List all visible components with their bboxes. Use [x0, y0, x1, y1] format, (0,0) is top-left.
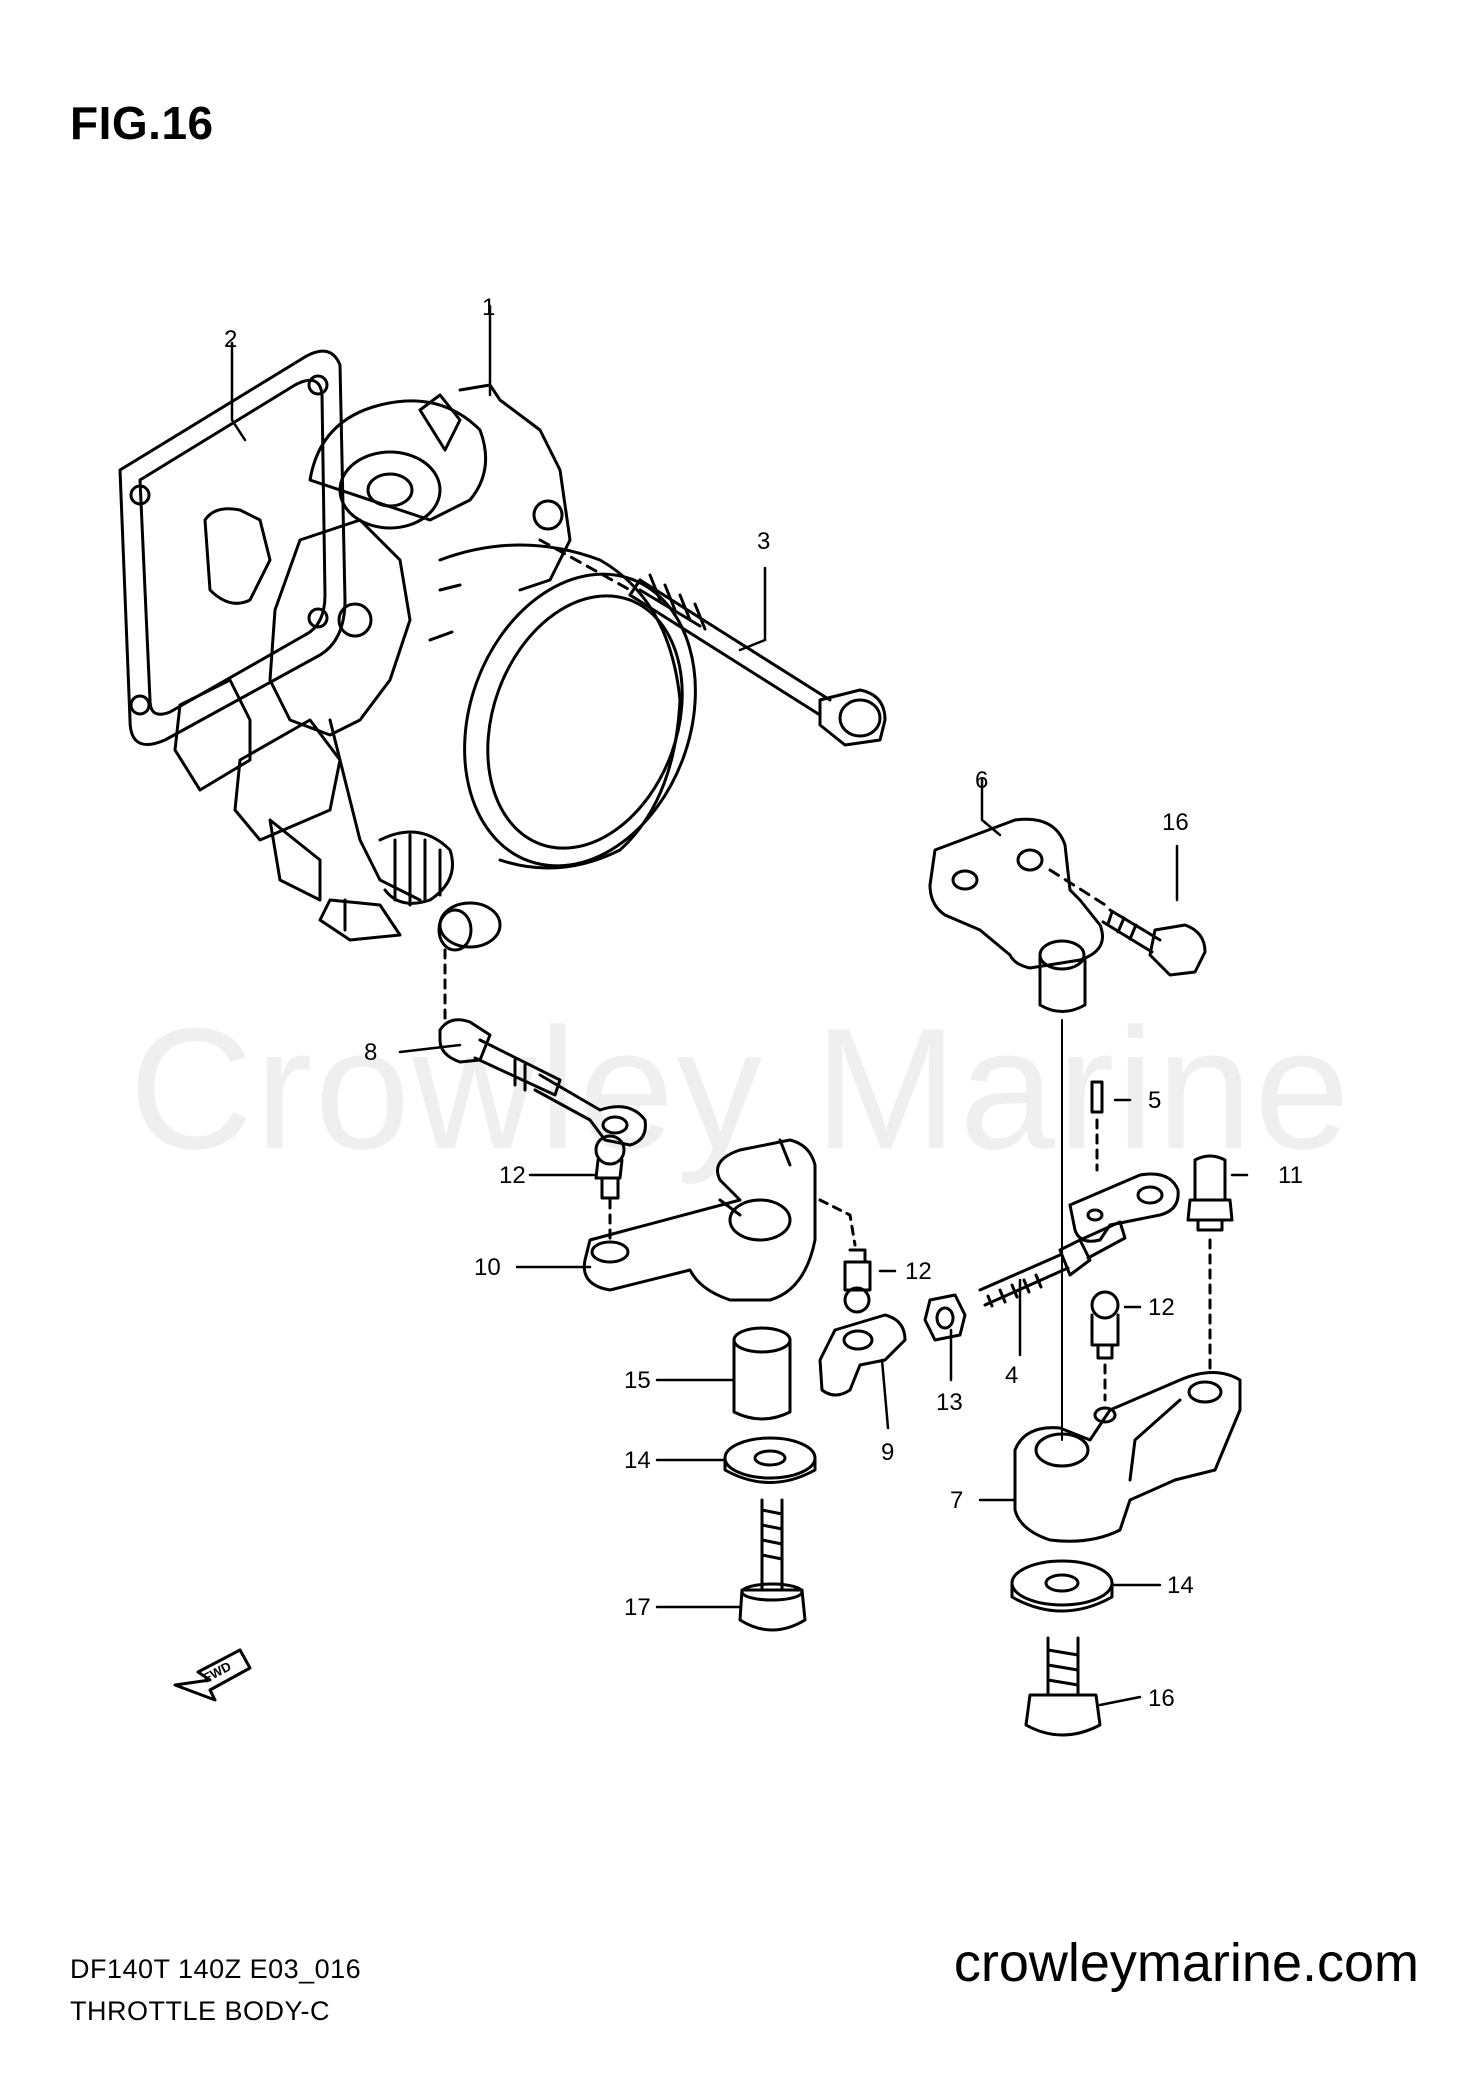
- nut-part-13: [923, 1293, 967, 1342]
- stud-part-11: [1186, 1154, 1234, 1372]
- callout-13: 13: [936, 1389, 963, 1416]
- callout-3: 3: [757, 528, 770, 555]
- fwd-label: FWD: [200, 1659, 233, 1686]
- section-title: THROTTLE BODY-C: [70, 1996, 331, 2026]
- throttle-body-part-1: [173, 383, 697, 952]
- callout-17: 17: [624, 1594, 651, 1621]
- callout-14-b: 14: [1167, 1572, 1194, 1599]
- callout-12-a: 12: [499, 1162, 526, 1189]
- callout-10: 10: [474, 1254, 501, 1281]
- ball-joint-part-12-c: [1090, 1290, 1120, 1402]
- bolt-part-16-lower: [1024, 1636, 1102, 1737]
- callout-16-b: 16: [1148, 1685, 1175, 1712]
- washer-part-14-a: [723, 1436, 817, 1484]
- watermark: Crowley Marine: [129, 993, 1352, 1185]
- ball-joint-part-12-a: [594, 1134, 626, 1247]
- callout-2: 2: [224, 326, 237, 353]
- figure-label: FIG.16: [70, 97, 214, 149]
- callout-1: 1: [482, 294, 495, 321]
- leader-lines: [230, 304, 1249, 1707]
- model-code: DF140T 140Z E03_016: [70, 1954, 362, 1984]
- callout-16-a: 16: [1162, 809, 1189, 836]
- callout-5: 5: [1148, 1087, 1161, 1114]
- bolt-part-17: [738, 1498, 807, 1632]
- pin-part-5: [1090, 1080, 1104, 1172]
- linkage-rod-part-8: [438, 948, 647, 1147]
- callout-11: 11: [1278, 1162, 1303, 1189]
- ball-joint-part-12-b: [843, 1248, 872, 1314]
- washer-part-14-b: [1010, 1559, 1114, 1613]
- callout-6: 6: [975, 767, 988, 794]
- gasket-part-2: [118, 349, 347, 746]
- lever-part-7: [1013, 1371, 1242, 1543]
- callout-8: 8: [364, 1039, 377, 1066]
- callout-12-c: 12: [1148, 1294, 1175, 1321]
- bolt-part-16-upper: [1048, 868, 1207, 977]
- lever-part-10: [582, 1138, 857, 1302]
- website-link[interactable]: crowleymarine.com: [953, 1933, 1419, 1993]
- bolt-part-3: [538, 538, 887, 747]
- callout-9: 9: [881, 1439, 894, 1466]
- bracket-part-6: [928, 817, 1104, 1013]
- callout-14-a: 14: [624, 1447, 651, 1474]
- rod-end-part-9: [818, 1313, 907, 1397]
- adjuster-rod-part-4: [978, 1172, 1180, 1308]
- fwd-arrow-icon: [173, 1648, 252, 1702]
- callout-12-b: 12: [905, 1258, 932, 1285]
- callout-7: 7: [950, 1487, 963, 1514]
- callout-15: 15: [624, 1367, 651, 1394]
- callout-4: 4: [1005, 1362, 1018, 1389]
- spacer-part-15: [732, 1326, 792, 1421]
